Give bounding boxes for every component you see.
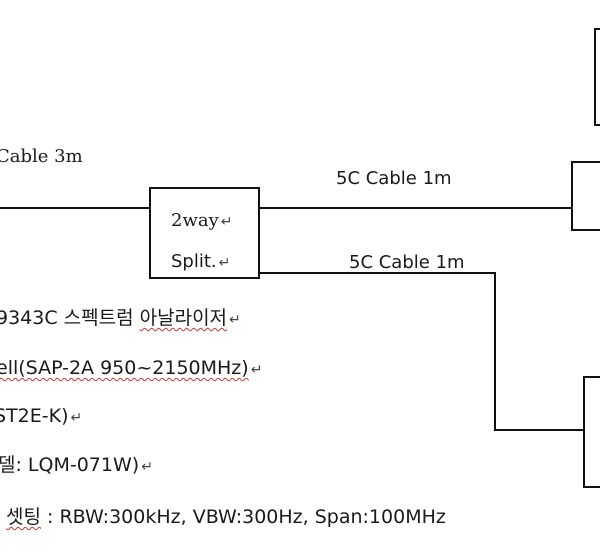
paragraph-mark: ↵ <box>229 312 241 328</box>
bottom-right-device-box <box>583 376 600 488</box>
note-line-5: 셋팅 : RBW:300kHz, VBW:300Hz, Span:100MHz <box>6 506 446 528</box>
splitter-label-line1: 2way↵ <box>171 210 233 231</box>
splitter-label-line2: Split.↵ <box>171 251 231 272</box>
note-line-4: 델: LQM-071W)↵ <box>0 454 153 476</box>
paragraph-mark: ↵ <box>220 214 233 230</box>
paragraph-mark: ↵ <box>218 255 231 271</box>
left-cable-line <box>0 207 150 209</box>
note-line-2: ell(SAP-2A 950~2150MHz)↵ <box>0 357 263 379</box>
paragraph-mark: ↵ <box>141 459 153 475</box>
note-line-3: ST2E-K)↵ <box>0 405 83 427</box>
paragraph-mark: ↵ <box>70 410 83 426</box>
lower-output-cable-horizontal <box>260 272 496 274</box>
left-cable-label: Cable 3m <box>0 146 83 167</box>
paragraph-mark: ↵ <box>250 362 263 378</box>
lower-output-cable-to-device <box>494 429 584 431</box>
lower-output-cable-vertical <box>494 272 496 431</box>
lower-output-cable-label: 5C Cable 1m <box>349 252 465 273</box>
upper-output-cable-label: 5C Cable 1m <box>336 168 452 189</box>
top-right-device-box <box>594 28 600 126</box>
note-line-1: 9343C 스펙트럼 아날라이저↵ <box>0 307 241 329</box>
upper-output-cable-line <box>260 207 573 209</box>
middle-right-device-box <box>571 161 600 231</box>
splitter-box <box>149 187 260 279</box>
